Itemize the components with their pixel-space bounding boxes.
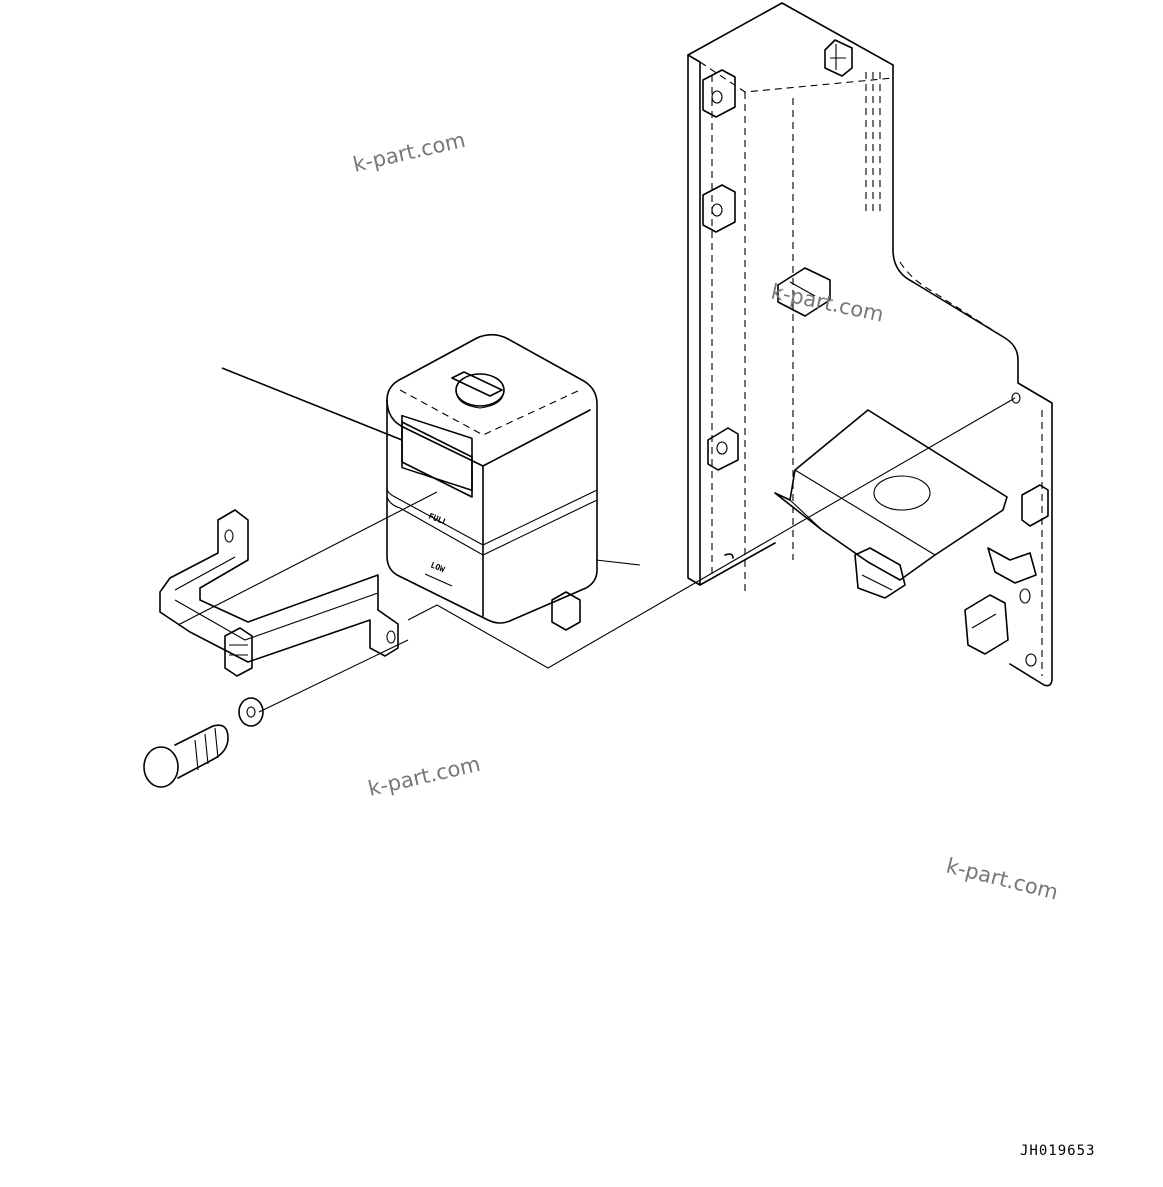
bracket-plate (687, 2, 1053, 687)
bolt (143, 724, 229, 788)
watermark-3: k-part.com (366, 752, 483, 801)
watermark-1: k-part.com (351, 128, 468, 177)
low-level-mark: LOW (429, 561, 446, 575)
reservoir-tank: FULL LOW (386, 333, 598, 631)
strap-band (159, 509, 399, 677)
washer (238, 697, 264, 727)
watermark-4: k-part.com (944, 854, 1061, 905)
callout-leader (221, 367, 403, 441)
tank-tray (774, 409, 1008, 599)
assembly-lines (177, 367, 1016, 713)
drawing-code: JH019653 (1020, 1143, 1095, 1159)
watermark-2: k-part.com (769, 279, 886, 326)
